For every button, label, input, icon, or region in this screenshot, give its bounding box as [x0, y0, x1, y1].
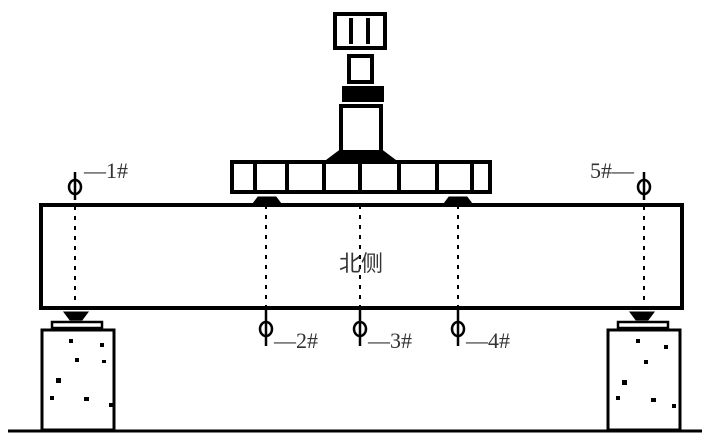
gauge-5-label: 5#— — [590, 158, 635, 183]
right-support — [606, 311, 682, 432]
gauge-4-label: —4# — [465, 328, 510, 353]
gauge-2-label: —2# — [273, 328, 318, 353]
spreader-beam — [230, 160, 492, 206]
beam-side-label: 北侧 — [339, 252, 383, 277]
beam — [39, 203, 684, 310]
dial-gauges — [67, 172, 652, 346]
hydraulic-jack — [326, 12, 396, 160]
measurement-lines — [74, 196, 645, 318]
concrete-texture — [50, 339, 676, 408]
gauge-3-label: —3# — [367, 328, 412, 353]
left-support — [40, 311, 116, 432]
gauge-1-label: —1# — [83, 158, 128, 183]
